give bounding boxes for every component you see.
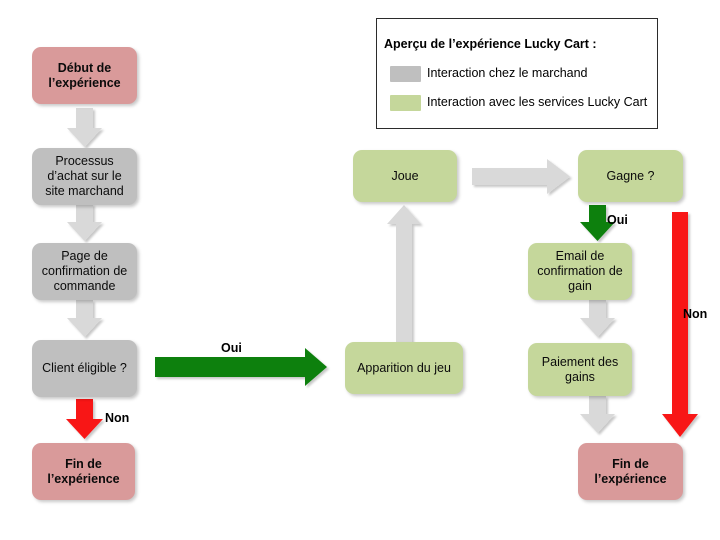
node-gain-email[interactable]: Email de confirmation de gain	[528, 243, 632, 300]
legend-title: Aperçu de l’expérience Lucky Cart :	[384, 37, 597, 51]
edge-label-eligible-yes: Oui	[221, 341, 242, 355]
arrow-play-to-win	[472, 159, 570, 194]
arrow-confirmation-to-eligible	[67, 300, 102, 337]
arrow-win-no-red	[662, 212, 698, 437]
arrow-payment-to-end	[580, 396, 615, 433]
arrow-purchase-to-confirmation	[67, 204, 102, 241]
node-game-appears[interactable]: Apparition du jeu	[345, 342, 463, 394]
node-play[interactable]: Joue	[353, 150, 457, 202]
legend-panel	[376, 18, 658, 129]
arrow-game-to-play	[387, 205, 421, 342]
legend-swatch-luckycart	[390, 95, 421, 111]
node-end-right[interactable]: Fin de l’expérience	[578, 443, 683, 500]
node-end-left[interactable]: Fin de l’expérience	[32, 443, 135, 500]
legend-swatch-merchant	[390, 66, 421, 82]
arrow-email-to-payment	[580, 300, 615, 337]
node-purchase-process[interactable]: Processus d’achat sur le site marchand	[32, 148, 137, 205]
node-start[interactable]: Début de l’expérience	[32, 47, 137, 104]
legend-label-merchant: Interaction chez le marchand	[427, 66, 588, 80]
node-gain-payment[interactable]: Paiement des gains	[528, 343, 632, 396]
node-client-eligible[interactable]: Client éligible ?	[32, 340, 137, 397]
arrow-eligible-no-red	[66, 399, 103, 439]
node-order-confirmation[interactable]: Page de confirmation de commande	[32, 243, 137, 300]
node-win[interactable]: Gagne ?	[578, 150, 683, 202]
edge-label-eligible-no: Non	[105, 411, 130, 425]
edge-label-win-yes: Oui	[607, 213, 628, 227]
arrow-start-to-purchase	[67, 108, 102, 147]
legend-label-luckycart: Interaction avec les services Lucky Cart	[427, 95, 648, 109]
edge-label-win-no: Non	[683, 307, 708, 321]
